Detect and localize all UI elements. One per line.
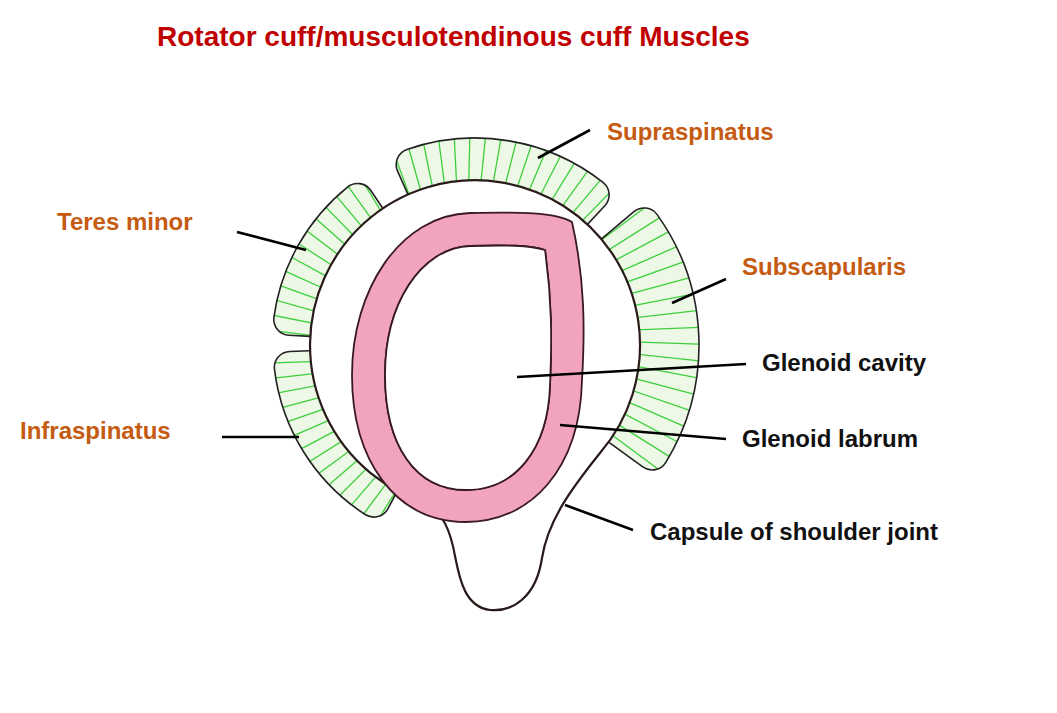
leader-line [565, 505, 633, 530]
part-label: Infraspinatus [20, 419, 171, 443]
joint-capsule [310, 180, 640, 610]
part-label: Capsule of shoulder joint [650, 520, 938, 544]
leader-line [237, 232, 306, 250]
leader-line [517, 364, 746, 377]
glenoid-labrum [352, 213, 584, 522]
glenoid-cavity [385, 245, 551, 490]
part-label: Teres minor [57, 210, 193, 234]
leader-line [672, 279, 726, 303]
part-label: Supraspinatus [607, 120, 774, 144]
leader-line [222, 436, 299, 439]
leader-line [538, 130, 590, 158]
diagram-title: Rotator cuff/musculotendinous cuff Muscl… [157, 23, 750, 51]
part-label: Glenoid cavity [762, 351, 926, 375]
part-label: Glenoid labrum [742, 427, 918, 451]
part-label: Subscapularis [742, 255, 906, 279]
leader-line [560, 425, 726, 439]
